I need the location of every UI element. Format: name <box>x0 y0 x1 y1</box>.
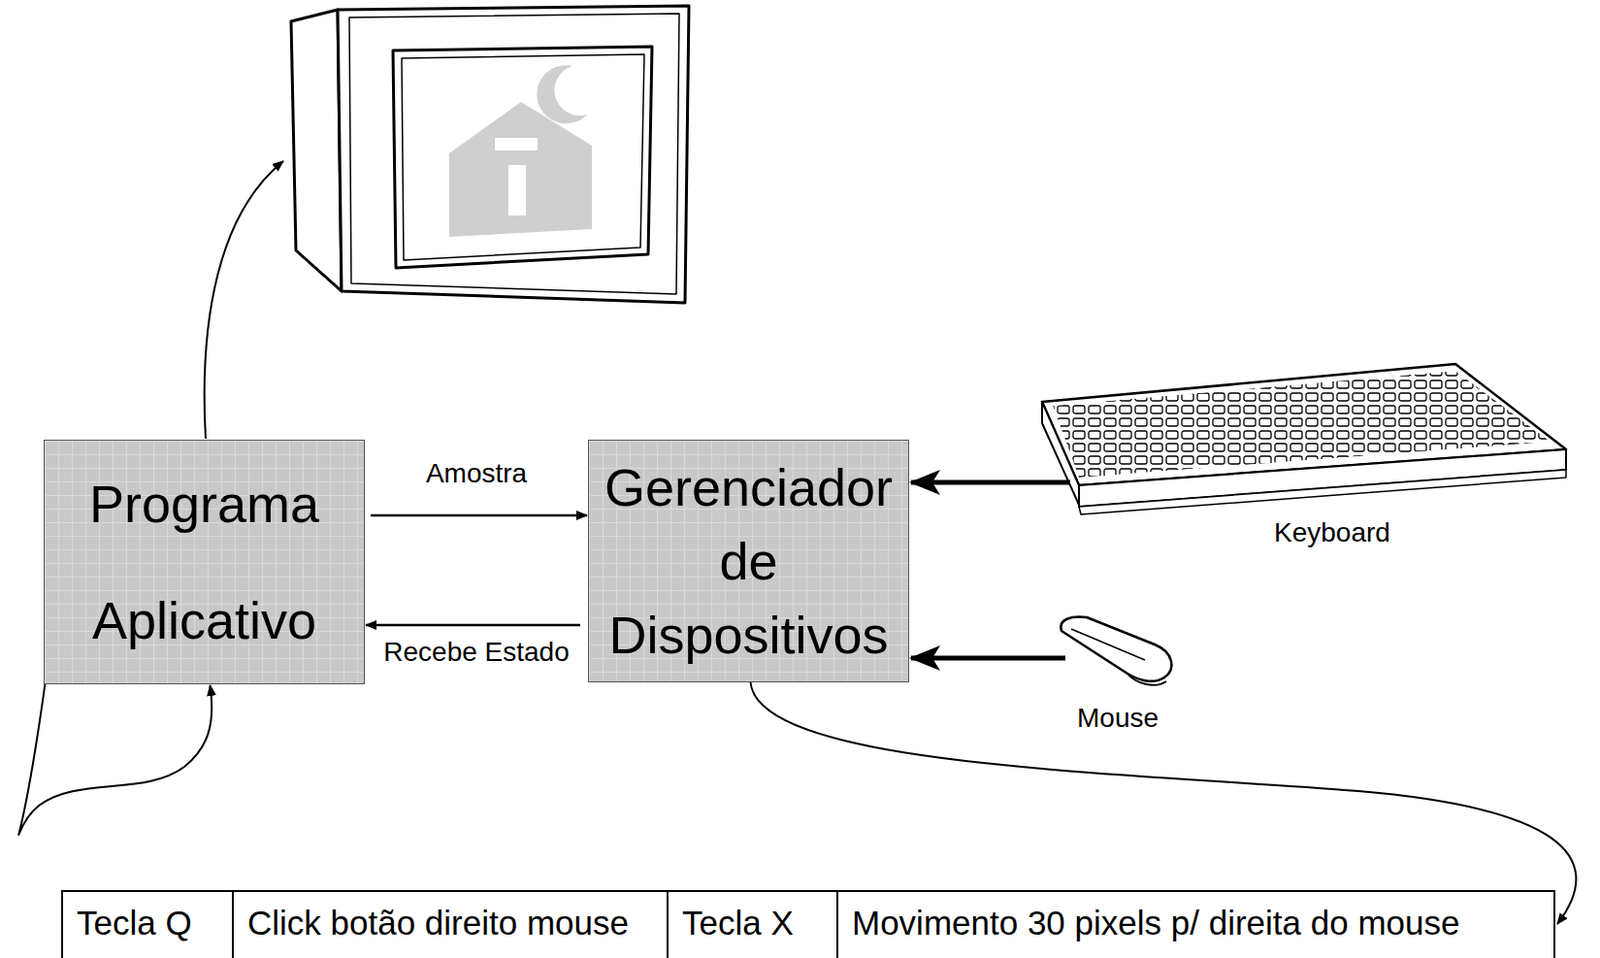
device-label: Keyboard <box>1273 517 1391 549</box>
connector <box>911 480 1071 486</box>
connector <box>365 623 581 627</box>
process-box: Programa Aplicativo <box>43 439 365 685</box>
event-table: Tecla QClick botão direito mouseTecla XM… <box>61 889 1556 958</box>
connector <box>911 655 1066 661</box>
table-cell: Movimento 30 pixels p/ direita do mouse <box>838 891 1554 958</box>
table-cell: Tecla X <box>668 891 839 958</box>
keyboard-drawing <box>1042 363 1567 515</box>
box-text: Programa Aplicativo <box>58 445 351 679</box>
monitor <box>291 5 689 303</box>
table-cell: Click botão direito mouse <box>233 891 669 958</box>
display-arrow <box>204 161 284 439</box>
process-box: Gerenciador de Dispositivos <box>587 439 910 683</box>
edge-label: Recebe Estado <box>380 636 572 668</box>
mouse-device: Mouse <box>1055 611 1194 743</box>
mouse-drawing <box>1060 617 1172 686</box>
connector <box>751 682 1577 924</box>
keyboard-device: Keyboard <box>1041 361 1568 581</box>
device-label: Mouse <box>1077 702 1159 734</box>
table-cell: Tecla Q <box>63 891 234 958</box>
connector <box>370 514 588 518</box>
box-text: Gerenciador de Dispositivos <box>602 450 895 672</box>
edge-label: Amostra <box>423 457 530 490</box>
